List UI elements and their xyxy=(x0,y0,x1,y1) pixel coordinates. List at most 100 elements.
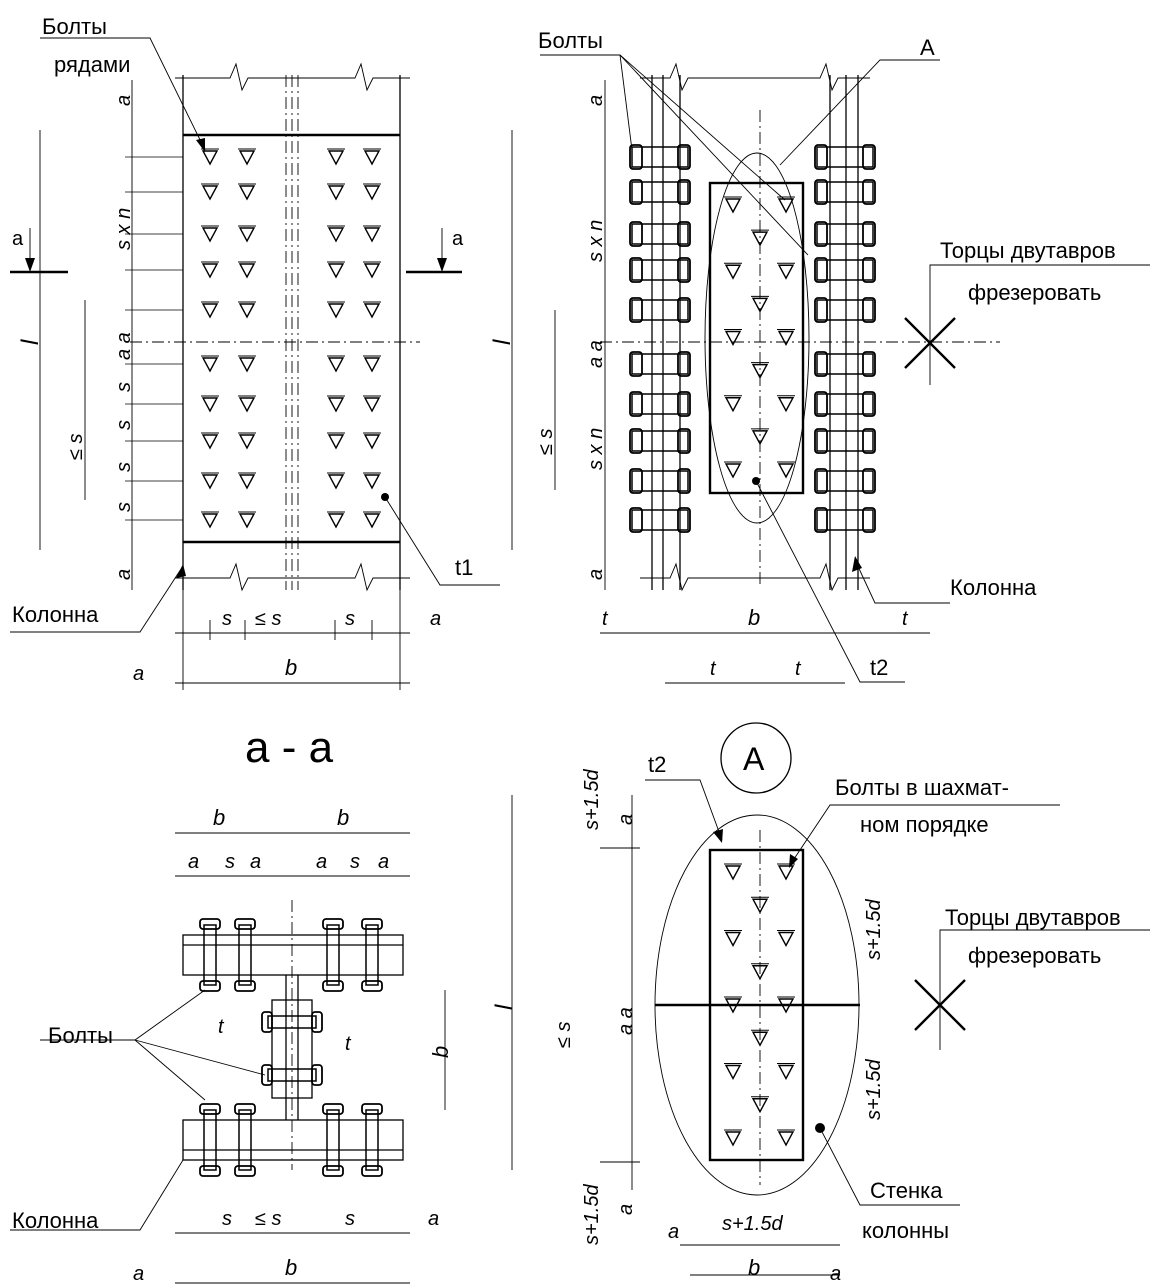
bolt-head xyxy=(814,179,828,205)
bolt-symbol xyxy=(201,303,219,319)
dim-a1-b: a xyxy=(430,608,441,630)
label-bolts-rows: Болты xyxy=(42,14,107,39)
dim-s15d-b: s+1.5d xyxy=(722,1213,783,1235)
bolt-shank xyxy=(631,393,689,415)
bolt-symbol xyxy=(201,263,219,279)
label-staggered-2: ном порядке xyxy=(860,812,989,837)
bolt-symbol xyxy=(751,363,769,380)
bolt-symbol xyxy=(363,513,381,529)
bolt-shank xyxy=(326,924,340,986)
bolt-nut xyxy=(677,507,691,533)
bolt-head xyxy=(261,1064,273,1086)
bolt-symbol xyxy=(201,397,219,413)
section-mark-right: a xyxy=(452,228,464,250)
bolt-nut xyxy=(677,297,691,323)
bolt-shank xyxy=(203,1109,217,1171)
bolt-head xyxy=(322,918,344,930)
bolt-head xyxy=(322,1103,344,1115)
dim-s-2: s xyxy=(113,420,135,430)
bolt-symbol xyxy=(363,397,381,413)
dim-a-A-bottom: a xyxy=(615,1204,637,1215)
bolt-head xyxy=(814,391,828,417)
section-view xyxy=(10,832,446,1284)
dim-t1-tr-c: t xyxy=(710,658,717,680)
bolt-nut xyxy=(199,980,221,992)
bolt-symbol xyxy=(724,1131,742,1147)
bolt-symbol xyxy=(327,185,345,201)
bolt-symbol xyxy=(363,434,381,450)
dim-s-4: s xyxy=(113,502,135,512)
dim-s-b2: s xyxy=(345,608,355,630)
bolt-nut xyxy=(361,980,383,992)
bolt-symbol xyxy=(363,357,381,373)
bolt-head xyxy=(629,428,643,454)
bolt-head xyxy=(814,221,828,247)
dim-t1-tr-d: t xyxy=(795,658,802,680)
dim-s15d-top: s+1.5d xyxy=(581,769,603,830)
bolt-shank xyxy=(816,259,874,281)
dim-aa: a a xyxy=(113,332,135,360)
label-column-sec: Колонна xyxy=(12,1208,99,1233)
bolt-nut xyxy=(862,391,876,417)
dim-a1-s2: a xyxy=(250,851,261,873)
dim-a1-Ar: a xyxy=(830,1263,841,1285)
bolt-symbol xyxy=(238,397,256,413)
label-t2-A: t2 xyxy=(648,752,666,777)
bolt-symbol xyxy=(238,185,256,201)
bolt-symbol xyxy=(238,513,256,529)
bolt-nut xyxy=(234,1165,256,1177)
bolt-shank xyxy=(631,259,689,281)
bolt-head xyxy=(261,1011,273,1033)
bolt-symbol xyxy=(777,998,795,1014)
bolt-shank xyxy=(365,1109,379,1171)
bolt-nut xyxy=(862,428,876,454)
dim-s-3: s xyxy=(113,462,135,472)
bolt-symbol xyxy=(724,330,742,346)
bolt-symbol xyxy=(363,185,381,201)
bolt-head xyxy=(629,507,643,533)
bolt-shank xyxy=(365,924,379,986)
bolt-head xyxy=(814,351,828,377)
bolt-nut xyxy=(677,391,691,417)
dim-a1-s3: a xyxy=(316,851,327,873)
bolt-nut xyxy=(322,1165,344,1177)
dim-ssmax-A: ≤ s xyxy=(553,1021,575,1048)
bolt-shank xyxy=(816,470,874,492)
bolt-symbol xyxy=(777,330,795,346)
bolt-symbol xyxy=(751,297,769,313)
bolt-symbol xyxy=(327,227,345,243)
dim-bef1-l: b xyxy=(213,805,225,830)
dim-l2: l xyxy=(491,1004,518,1010)
bolt-symbol xyxy=(201,434,219,450)
bolt-shank xyxy=(631,353,689,375)
bolt-nut xyxy=(234,980,256,992)
dim-b1: b xyxy=(285,655,297,680)
bolt-symbol xyxy=(327,434,345,450)
bolt-shank xyxy=(203,924,217,986)
bolt-symbol xyxy=(724,463,742,479)
bolt-symbol xyxy=(238,150,256,166)
bolt-shank xyxy=(816,299,874,321)
bolt-shank xyxy=(816,430,874,452)
bolt-nut xyxy=(862,507,876,533)
bolt-nut xyxy=(862,257,876,283)
bolt-nut xyxy=(677,351,691,377)
bolt-head xyxy=(814,428,828,454)
bolt-shank xyxy=(631,146,689,168)
dim-a1-s4: a xyxy=(378,851,389,873)
dim-sxn-tr-1: s x n xyxy=(585,220,607,262)
dim-b2-tr: b xyxy=(748,605,760,630)
label-web-1: Стенка xyxy=(870,1178,943,1203)
bolt-grid xyxy=(201,148,381,529)
bolt-symbol xyxy=(238,263,256,279)
bolt-shank xyxy=(631,181,689,203)
bolt-head xyxy=(814,297,828,323)
label-A-tr: А xyxy=(920,35,935,60)
bolt-symbol xyxy=(751,231,769,247)
bolt-nut xyxy=(862,179,876,205)
bolt-symbol xyxy=(777,865,795,881)
bolt-nut xyxy=(677,221,691,247)
label-mill-2-A: фрезеровать xyxy=(968,943,1101,968)
bolt-symbol xyxy=(327,397,345,413)
bolt-symbol xyxy=(751,1031,769,1047)
